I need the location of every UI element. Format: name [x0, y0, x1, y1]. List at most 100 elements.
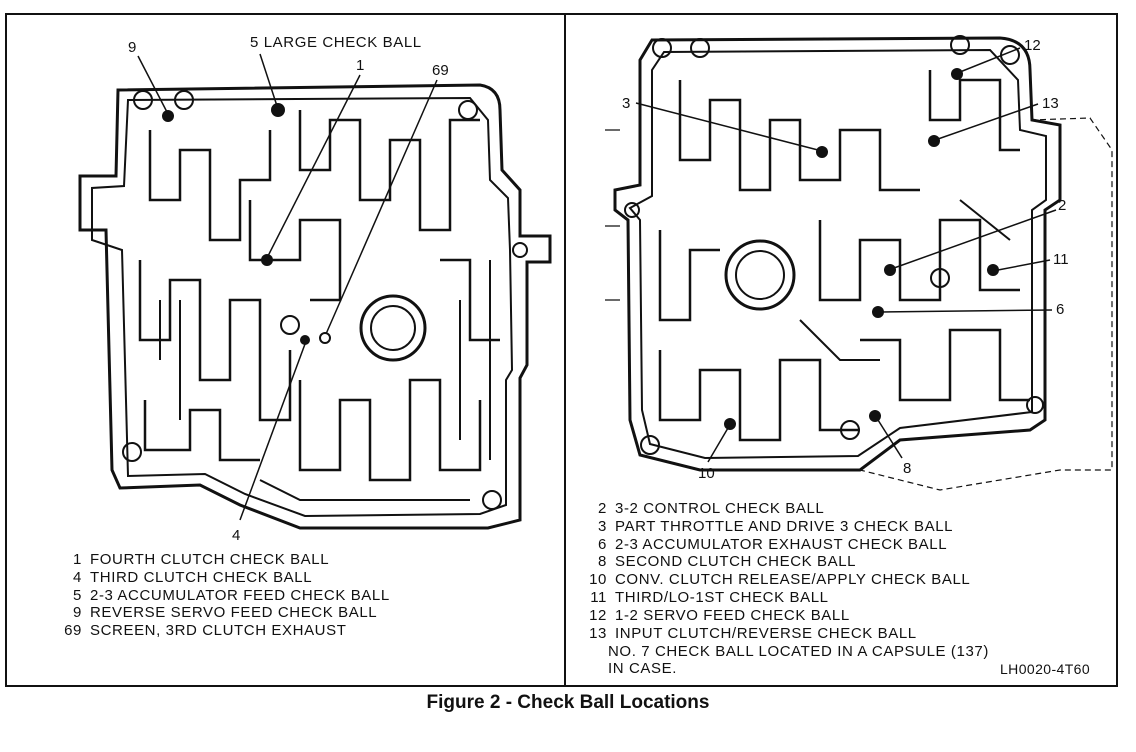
capsule-note-line1: NO. 7 CHECK BALL LOCATED IN A CAPSULE (1… — [608, 643, 989, 660]
bolt-hole — [458, 100, 478, 120]
bolt-hole — [690, 38, 710, 58]
left-plate-inner-channel — [91, 96, 514, 518]
leader-5 — [259, 53, 278, 107]
bolt-hole — [174, 90, 194, 110]
figure-caption: Figure 2 - Check Ball Locations — [426, 692, 710, 713]
left-central-bore-inner — [370, 305, 416, 351]
legend-number: 4 — [73, 568, 82, 586]
leader-3 — [635, 102, 819, 151]
legend-text: 2-3 ACCUMULATOR EXHAUST CHECK BALL — [615, 535, 948, 553]
case-outline — [859, 117, 1113, 491]
check-ball-13 — [928, 135, 940, 147]
check-ball-6 — [872, 306, 884, 318]
legend-number: 2 — [598, 500, 607, 517]
legend-item: 2 3-2 CONTROL CHECK BALL — [585, 500, 970, 518]
legend-text: 2-3 ACCUMULATOR FEED CHECK BALL — [90, 586, 390, 604]
legend-item: 12 1-2 SERVO FEED CHECK BALL — [585, 607, 970, 625]
callout-69: 69 — [432, 62, 449, 79]
right-plate-inner-channel — [628, 48, 1047, 460]
callout-9: 9 — [128, 39, 136, 56]
leader-69 — [325, 79, 438, 335]
right-central-bore-inner — [735, 250, 785, 300]
bolt-hole — [512, 242, 528, 258]
check-ball-11 — [987, 264, 999, 276]
right-valve-body-plate — [605, 35, 1113, 491]
right-passage — [678, 80, 920, 192]
legend-item: 3 PART THROTTLE AND DRIVE 3 CHECK BALL — [585, 518, 970, 536]
callout-11: 11 — [1053, 251, 1069, 268]
legend-number: 69 — [64, 622, 82, 640]
left-passage — [298, 378, 482, 482]
leader-4 — [239, 343, 306, 521]
callout-12: 12 — [1024, 37, 1041, 54]
legend-text: THIRD/LO-1ST CHECK BALL — [615, 588, 829, 606]
leader-9 — [137, 55, 169, 115]
leader-6 — [881, 309, 1053, 313]
check-ball-9 — [162, 110, 174, 122]
callout-2: 2 — [1058, 197, 1066, 214]
left-passage — [248, 200, 342, 302]
legend-text: 3-2 CONTROL CHECK BALL — [615, 500, 825, 517]
left-passage — [298, 110, 480, 232]
leader-13 — [937, 103, 1039, 140]
right-passage — [928, 70, 1020, 152]
screen-69 — [319, 332, 331, 344]
left-valve-body-plate — [78, 83, 552, 530]
callout-6: 6 — [1056, 301, 1064, 318]
bolt-hole — [1026, 396, 1044, 414]
legend-text: SCREEN, 3RD CLUTCH EXHAUST — [90, 622, 347, 640]
legend-text: PART THROTTLE AND DRIVE 3 CHECK BALL — [615, 517, 954, 535]
right-check-balls — [724, 68, 999, 430]
legend-text: 1-2 SERVO FEED CHECK BALL — [615, 606, 850, 624]
legend-number: 5 — [73, 586, 82, 604]
callout-1: 1 — [356, 57, 364, 74]
legend-number: 3 — [598, 517, 607, 535]
right-passage — [658, 230, 720, 322]
capsule-note-line2: IN CASE. — [608, 660, 677, 677]
capsule-note: NO. 7 CHECK BALL LOCATED IN A CAPSULE (1… — [608, 643, 989, 677]
leader-11 — [997, 259, 1051, 271]
check-ball-10 — [724, 418, 736, 430]
left-passage — [148, 130, 272, 242]
bolt-hole — [482, 490, 502, 510]
legend-number: 11 — [590, 588, 607, 606]
legend-number: 13 — [589, 624, 607, 642]
right-legend: 2 3-2 CONTROL CHECK BALL 3 PART THROTTLE A… — [585, 500, 970, 642]
check-ball-3 — [816, 146, 828, 158]
left-leader-lines — [137, 53, 438, 521]
case-edge — [605, 129, 620, 301]
legend-number: 9 — [73, 604, 82, 622]
left-passage — [159, 260, 491, 460]
drawing-code: LH0020-4T60 — [1000, 661, 1091, 677]
leader-12 — [959, 47, 1021, 73]
check-ball-4 — [300, 335, 310, 345]
right-passage — [799, 199, 1011, 361]
leader-2 — [893, 209, 1057, 269]
legend-item: 5 2-3 ACCUMULATOR FEED CHECK BALL — [60, 587, 390, 605]
legend-item: 4 THIRD CLUTCH CHECK BALL — [60, 569, 390, 587]
legend-item: 11 THIRD/LO-1ST CHECK BALL — [585, 589, 970, 607]
legend-text: FOURTH CLUTCH CHECK BALL — [90, 551, 330, 568]
left-passage — [440, 258, 500, 342]
callout-13: 13 — [1042, 95, 1059, 112]
bolt-hole — [624, 202, 640, 218]
right-passage — [658, 350, 860, 442]
left-passage — [259, 479, 470, 501]
check-ball-5 — [271, 103, 285, 117]
legend-text: THIRD CLUTCH CHECK BALL — [90, 568, 313, 586]
right-passage — [818, 218, 1020, 302]
callout-8: 8 — [903, 460, 911, 477]
leader-10 — [707, 427, 729, 463]
check-ball-1 — [261, 254, 273, 266]
legend-number: 12 — [589, 606, 607, 624]
bolt-hole — [122, 442, 142, 462]
legend-number: 10 — [589, 571, 607, 589]
right-plate-outline — [613, 36, 1062, 472]
right-leader-lines — [635, 47, 1057, 463]
